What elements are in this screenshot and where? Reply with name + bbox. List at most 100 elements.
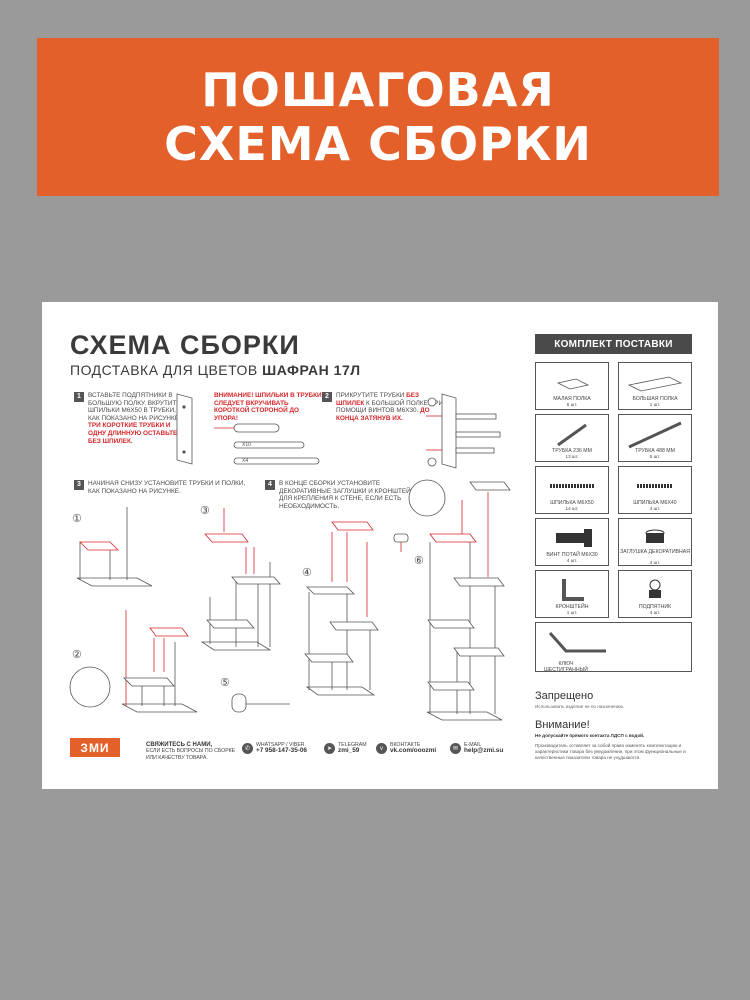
bracket-icon — [562, 579, 584, 601]
step-1-text: ВСТАВЬТЕ ПОДПЯТНИКИ В БОЛЬШУЮ ПОЛКУ. ВКР… — [88, 392, 181, 422]
decor-cap-icon — [645, 529, 665, 543]
step-2-tube-a — [455, 413, 497, 420]
warning-qty-b: х4 — [242, 458, 249, 464]
footer-vk: ВКОНТАКТЕ vk.com/ooozmi — [390, 742, 436, 755]
vk-value[interactable]: vk.com/ooozmi — [390, 747, 437, 755]
fig-2-detail-circle — [69, 666, 111, 708]
kit-item-qty: 4 шт. — [566, 558, 578, 563]
kit-item-small-shelf: МАЛАЯ ПОЛКА 6 шт. — [535, 362, 609, 410]
fig-label-4: ④ — [302, 567, 312, 579]
whatsapp-label: WHATSAPP / VIBER — [256, 742, 305, 748]
kit-item-foot: ПОДПЯТНИК 4 шт. — [618, 570, 692, 618]
warning-qty-a: х10 — [242, 442, 251, 448]
step-1-tube-b — [233, 441, 305, 449]
kit-item-qty: 14 шт. — [565, 506, 579, 511]
kit-item-label: ТРУБКА 488 мм — [635, 448, 675, 454]
telegram-value[interactable]: zmi_59 — [338, 747, 360, 755]
header-banner: ПОШАГОВАЯ СХЕМА СБОРКИ — [37, 38, 719, 196]
email-value[interactable]: help@zmi.su — [464, 747, 504, 755]
step-1-big-shelf — [176, 393, 193, 465]
kit-item-decor-cap: ЗАГЛУШКА ДЕКОРАТИВНАЯ 4 шт. — [618, 518, 692, 566]
kit-item-big-shelf: БОЛЬШАЯ ПОЛКА 1 шт. — [618, 362, 692, 410]
small-shelf-icon — [556, 378, 590, 390]
kit-item-label: ПОДПЯТНИК — [638, 604, 672, 610]
brand-logo: ЗМИ — [70, 738, 120, 757]
kit-item-stud-m6x50: ШПИЛЬКА М6х50 14 шт. — [535, 466, 609, 514]
prohibited-title: Запрещено — [535, 690, 594, 702]
kit-item-qty: 5 шт. — [649, 454, 661, 459]
attention-text: Не допускайте прямого контакта ЛДСП с во… — [535, 733, 645, 738]
email-icon: ✉ — [450, 743, 461, 754]
kit-item-label: ШПИЛЬКА М6х40 — [633, 500, 677, 506]
step-1-tube-a — [233, 423, 280, 433]
step-2-number: 2 — [322, 392, 332, 402]
email-label: E-MAIL — [464, 742, 482, 748]
step-2-text-b: К БОЛЬШОЙ ПОЛКЕ ПРИ ПОМОЩИ ВИНТОВ М6х30. — [336, 399, 444, 415]
telegram-icon: ➤ — [324, 743, 335, 754]
step-2-red-b: ДО КОНЦА ЗАТЯНУВ ИХ. — [336, 407, 430, 422]
sheet-title: СХЕМА СБОРКИ — [70, 330, 300, 360]
step-2-big-shelf — [441, 393, 457, 469]
kit-item-qty: 13 шт. — [565, 454, 579, 459]
fig-label-3: ③ — [200, 505, 210, 517]
banner-title-line-1: ПОШАГОВАЯ — [201, 63, 555, 117]
screw-icon — [556, 529, 592, 547]
assembly-sheet: СХЕМА СБОРКИ ПОДСТАВКА ДЛЯ ЦВЕТОВ ШАФРАН… — [42, 302, 718, 789]
step-2-tube-c — [455, 447, 495, 454]
step-2-red-a: БЕЗ ШПИЛЕК — [336, 392, 420, 407]
prohibited-text: Использовать изделие не по назначению. — [535, 704, 625, 709]
step-1-tube-c — [233, 457, 320, 465]
kit-item-label: БОЛЬШАЯ ПОЛКА — [632, 396, 678, 402]
stud-long-icon — [550, 484, 594, 488]
step-2: 2 ПРИКРУТИТЕ ТРУБКИ БЕЗ ШПИЛЕК К БОЛЬШОЙ… — [322, 392, 444, 422]
whatsapp-value[interactable]: +7 958-147-35-06 — [256, 747, 307, 755]
warning-note: ВНИМАНИЕ! ШПИЛЬКИ В ТРУБКИ СЛЕДУЕТ ВКРУЧ… — [214, 392, 322, 422]
footer-contact-title: СВЯЖИТЕСЬ С НАМИ, — [146, 742, 213, 748]
step-4-number: 4 — [265, 480, 275, 490]
fig-label-5: ⑤ — [220, 677, 230, 689]
kit-item-label: МАЛАЯ ПОЛКА — [553, 396, 591, 402]
attention-disclaimer: Производитель оставляет за собой право и… — [535, 743, 686, 760]
hex-key-icon — [548, 632, 606, 653]
kit-item-label: КРОНШТЕЙН — [555, 604, 589, 610]
kit-item-qty: 1 шт. — [566, 610, 578, 615]
attention-title: Внимание! — [535, 719, 590, 731]
fig-4-base — [305, 686, 376, 696]
banner-title-line-2: СХЕМА СБОРКИ — [164, 117, 592, 171]
kit-item-tube-236: ТРУБКА 236 мм 13 шт. — [535, 414, 609, 462]
big-shelf-icon — [627, 376, 683, 392]
fig-5-cap — [231, 693, 247, 713]
step-3: 3 НАЧИНАЯ СНИЗУ УСТАНОВИТЕ ТРУБКИ И ПОЛК… — [74, 480, 248, 495]
sheet-subtitle: ПОДСТАВКА ДЛЯ ЦВЕТОВ ШАФРАН 17Л — [70, 362, 361, 378]
kit-header: КОМПЛЕКТ ПОСТАВКИ — [535, 334, 692, 354]
fig-label-1: ① — [72, 513, 82, 525]
step-2-text-a: ПРИКРУТИТЕ ТРУБКИ — [336, 392, 407, 399]
fig-2-base — [121, 703, 198, 713]
kit-item-screw-m6x30: ВИНТ ПОТАЙ М6х30 4 шт. — [535, 518, 609, 566]
fig-6-detail-circle — [408, 479, 446, 517]
kit-item-label: ЗАГЛУШКА ДЕКОРАТИВНАЯ — [620, 549, 690, 555]
kit-item-label: ШПИЛЬКА М6х50 — [550, 500, 594, 506]
footer-email: E-MAIL help@zmi.su — [464, 742, 503, 755]
assembly-drawings — [69, 393, 511, 721]
step-1-number: 1 — [74, 392, 84, 402]
kit-item-qty: 1 шт. — [649, 402, 661, 407]
phone-icon: ✆ — [242, 743, 253, 754]
footer-contact: СВЯЖИТЕСЬ С НАМИ, ЕСЛИ ЕСТЬ ВОПРОСЫ ПО С… — [146, 742, 236, 761]
kit-item-hex-key: КЛЮЧ ШЕСТИГРАННЫЙ — [535, 622, 692, 673]
vk-icon: v — [376, 743, 387, 754]
step-3-number: 3 — [74, 480, 84, 490]
vk-label: ВКОНТАКТЕ — [390, 742, 421, 748]
kit-item-label: КЛЮЧ ШЕСТИГРАННЫЙ — [544, 661, 588, 673]
step-2-tube-b — [455, 431, 501, 438]
tube-short-icon — [557, 423, 587, 447]
fig-label-2: ② — [72, 649, 82, 661]
fig-6-base — [426, 711, 503, 721]
step-1-warning: ТРИ КОРОТКИЕ ТРУБКИ И ОДНУ ДЛИННУЮ ОСТАВ… — [88, 422, 178, 445]
kit-item-qty: 6 шт. — [566, 402, 578, 407]
footer-contact-text: ЕСЛИ ЕСТЬ ВОПРОСЫ ПО СБОРКЕ ИЛИ КАЧЕСТВУ… — [146, 748, 236, 761]
kit-item-qty: 4 шт. — [649, 560, 661, 565]
fig-label-6: ⑥ — [414, 555, 424, 567]
subtitle-prefix: ПОДСТАВКА ДЛЯ ЦВЕТОВ — [70, 362, 263, 378]
kit-item-label: ТРУБКА 236 мм — [552, 448, 592, 454]
